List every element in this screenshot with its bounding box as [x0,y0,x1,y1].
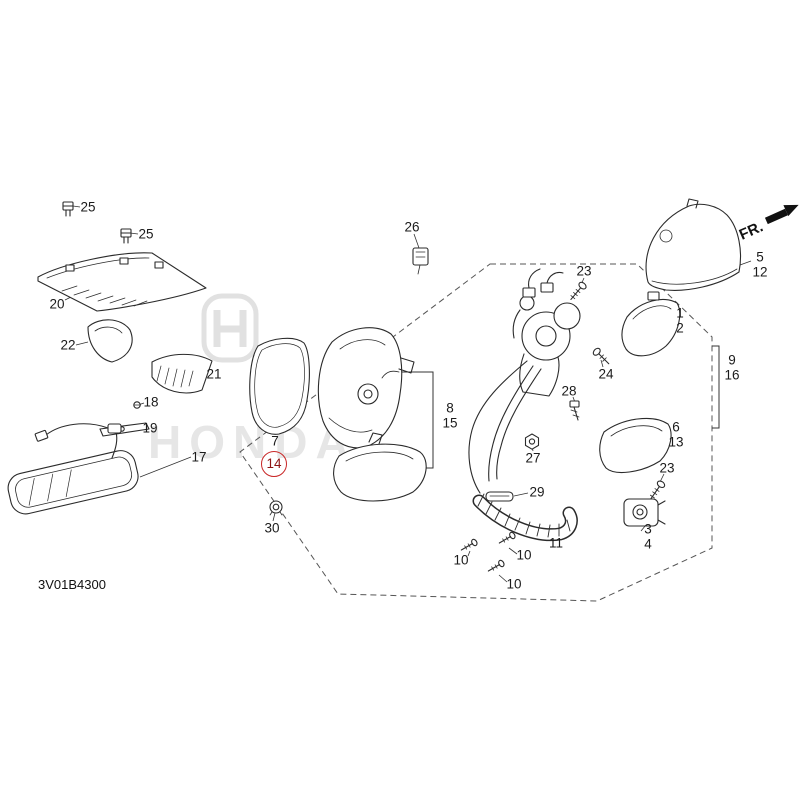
lower-garnish-6-13 [599,417,672,474]
callout-16[interactable]: 16 [724,367,740,383]
callout-23a[interactable]: 23 [576,263,592,279]
bracket-9-16 [712,345,720,429]
callout-12[interactable]: 12 [752,264,768,280]
turn-signal-1-2 [621,291,681,357]
honda-logo-watermark [201,293,259,363]
camera-unit-3-4 [623,498,666,527]
callout-6[interactable]: 6 [672,419,680,435]
watermark-text: HONDA [148,416,357,468]
mirror-housing [317,327,415,449]
callout-2[interactable]: 2 [676,320,684,336]
nut-27 [524,433,540,450]
callout-10c[interactable]: 10 [506,576,522,592]
callout-27[interactable]: 27 [525,450,541,466]
mirror-glass-7-14 [249,337,310,435]
screw-10-a [460,538,478,551]
clip-25-b [120,228,132,244]
fr-direction: FR. [737,204,799,244]
fr-arrow-head [783,204,799,217]
actuator-assembly [512,268,581,397]
callout-5[interactable]: 5 [756,249,764,265]
callout-7[interactable]: 7 [271,433,279,449]
screw-24 [592,347,610,365]
diagram-code: 3V01B4300 [38,577,106,592]
clip-25-a [62,201,74,217]
callout-28[interactable]: 28 [561,383,577,399]
callout-23b[interactable]: 23 [659,460,675,476]
callout-15[interactable]: 15 [442,415,458,431]
callout-25b[interactable]: 25 [138,226,154,242]
mirror-cap-5-12 [645,198,742,291]
callout-18[interactable]: 18 [143,394,159,410]
stud-28 [569,400,580,421]
callout-10a[interactable]: 10 [453,552,469,568]
screw-10-c [487,559,505,572]
callout-9[interactable]: 9 [728,352,736,368]
fr-label: FR. [737,218,766,243]
callout-26[interactable]: 26 [404,219,420,235]
mirror-harness [468,360,542,494]
callout-8[interactable]: 8 [446,400,454,416]
callout-22[interactable]: 22 [60,337,76,353]
screw-23-a [570,281,587,300]
clamp-29 [485,491,514,502]
callout-11[interactable]: 11 [548,535,564,551]
base-cover-22 [87,319,133,363]
grommet-30 [269,500,283,516]
connector-26 [412,247,429,275]
callout-19[interactable]: 19 [142,420,158,436]
callout-3[interactable]: 3 [644,521,652,537]
callout-17[interactable]: 17 [191,449,207,465]
callout-30[interactable]: 30 [264,520,280,536]
screw-23-b [649,480,666,500]
rearview-mirror-17 [7,423,139,515]
screw-18 [133,401,141,409]
screw-10-b [498,531,516,544]
housing-lower-cover [333,432,427,502]
corrugated-tube-11 [472,493,578,542]
callout-1[interactable]: 1 [676,305,684,321]
fr-arrow-shaft [764,208,788,225]
callout-24[interactable]: 24 [598,366,614,382]
callout-20[interactable]: 20 [49,296,65,312]
callout-10b[interactable]: 10 [516,547,532,563]
corner-garnish-21 [151,353,213,394]
callout-25a[interactable]: 25 [80,199,96,215]
callout-14-selected[interactable]: 14 [261,451,287,477]
garnish-panel-20 [37,252,207,312]
callout-29[interactable]: 29 [529,484,545,500]
callout-21[interactable]: 21 [206,366,222,382]
callout-13[interactable]: 13 [668,434,684,450]
callout-4[interactable]: 4 [644,536,652,552]
